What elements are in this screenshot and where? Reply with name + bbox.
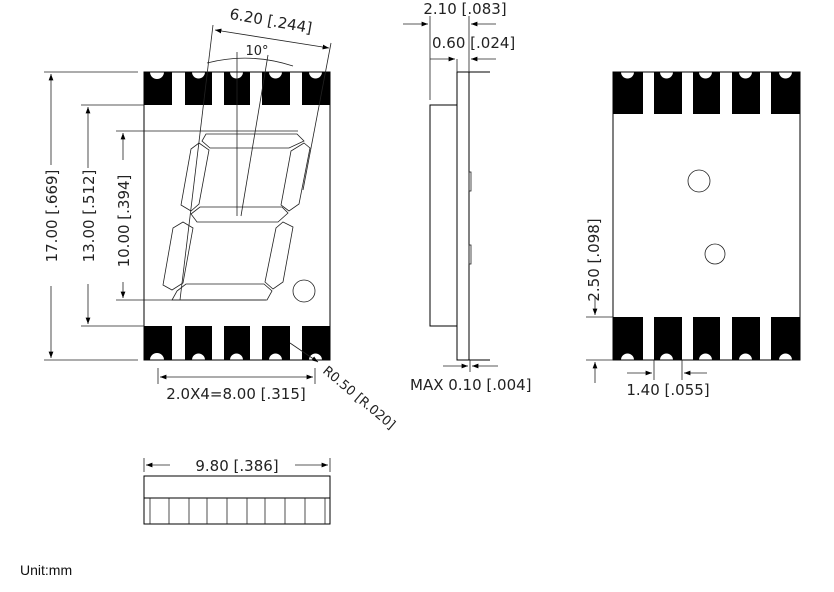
dim-pad-length: 2.50 [.098] <box>585 218 603 301</box>
locating-hole-1 <box>687 169 711 193</box>
front-top-pads <box>144 72 330 105</box>
seven-segment-digit <box>162 133 316 303</box>
bottom-view: 9.80 [.386] <box>143 457 331 525</box>
dim-digit-width: 6.20 [.244] <box>228 5 313 37</box>
front-dimension-lines <box>44 24 332 384</box>
dim-pcb-thickness: 0.60 [.024] <box>432 34 515 52</box>
dim-radius: R0.50 [R.020] <box>319 364 397 433</box>
locating-hole-2 <box>704 243 726 265</box>
dim-pad-width: 1.40 [.055] <box>626 381 709 399</box>
back-view: 2.50 [.098] 1.40 [.055] <box>585 71 801 399</box>
segment-d <box>171 283 273 301</box>
dim-body-height: 13.00 [.512] <box>80 170 98 263</box>
dim-max-gap: MAX 0.10 [.004] <box>410 376 532 394</box>
decimal-point <box>292 279 316 303</box>
segment-e <box>162 221 194 291</box>
segment-a <box>201 133 305 149</box>
dim-slant-angle: 10° <box>245 44 268 59</box>
segment-b <box>280 142 311 212</box>
dim-pitch: 2.0X4=8.00 [.315] <box>166 385 306 403</box>
side-pcb <box>456 71 470 361</box>
bottom-body-outline <box>143 475 331 525</box>
back-body-outline <box>612 71 801 361</box>
dim-total-thickness: 2.10 [.083] <box>423 0 506 18</box>
unit-label: Unit:mm <box>20 562 73 578</box>
back-top-pads <box>613 72 800 114</box>
side-housing <box>429 104 458 327</box>
segment-g <box>190 206 289 223</box>
side-view: 2.10 [.083] 0.60 [.024] MAX 0.10 [.004] <box>403 0 532 394</box>
back-bottom-pads <box>613 317 800 360</box>
dim-total-width: 9.80 [.386] <box>195 457 278 475</box>
dim-total-height: 17.00 [.669] <box>43 170 61 263</box>
segment-c <box>264 221 294 290</box>
front-view: 17.00 [.669] 13.00 [.512] 10.00 [.394] 6… <box>43 5 398 433</box>
dim-digit-height: 10.00 [.394] <box>115 175 133 268</box>
front-bottom-pads <box>144 326 330 360</box>
